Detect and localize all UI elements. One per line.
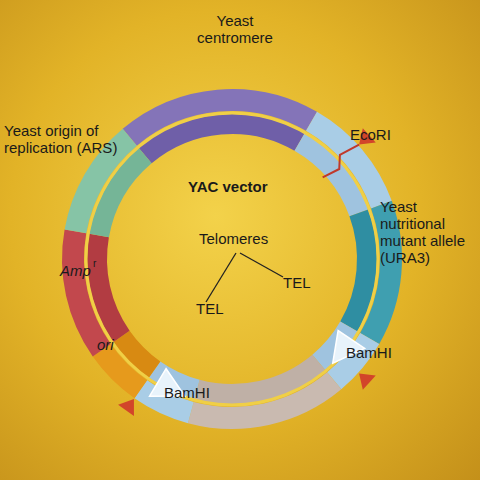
segment-label: Yeast centromere bbox=[190, 12, 280, 46]
site-label: EcoRI bbox=[350, 126, 391, 143]
site-markers bbox=[118, 128, 376, 416]
segment-label: ori bbox=[97, 336, 114, 353]
telomere-label: TEL bbox=[283, 274, 311, 291]
site-label: BamHI bbox=[346, 344, 392, 361]
restriction-site-marker bbox=[359, 373, 376, 389]
vector-segments bbox=[73, 100, 391, 418]
segment-label: Yeast nutritional mutant allele (URA3) bbox=[380, 198, 477, 266]
segment-label: Yeast origin of replication (ARS) bbox=[4, 122, 122, 156]
ecori-cut-line bbox=[323, 145, 359, 178]
ring-segment bbox=[99, 156, 145, 236]
diagram-title: YAC vector bbox=[188, 178, 267, 195]
segment-label-superscript: r bbox=[93, 259, 96, 269]
leader-line bbox=[240, 253, 283, 277]
telomere-label: Telomeres bbox=[199, 230, 268, 247]
inner-strand-line bbox=[86, 113, 378, 405]
site-label: BamHI bbox=[164, 384, 210, 401]
segment-label: Amp bbox=[60, 262, 91, 279]
restriction-site-marker bbox=[118, 399, 134, 416]
ring-segment bbox=[300, 142, 359, 213]
ring-segment bbox=[121, 336, 154, 369]
ring-segment bbox=[349, 213, 367, 327]
telomere-label: TEL bbox=[196, 300, 224, 317]
leader-line bbox=[206, 253, 236, 302]
